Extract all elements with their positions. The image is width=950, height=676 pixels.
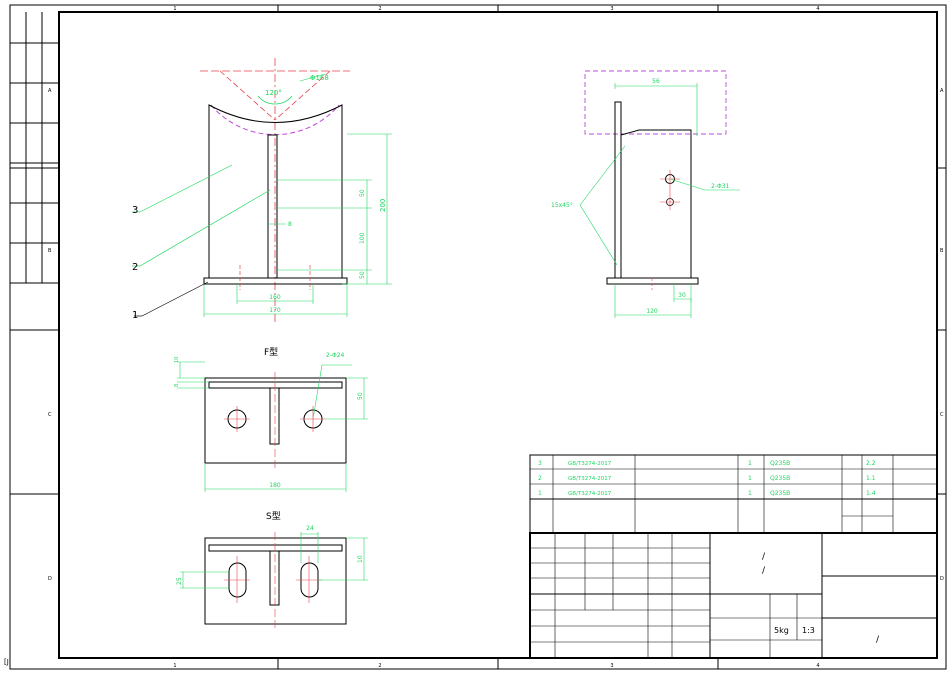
- side-rib: [614, 101, 692, 279]
- f-web: [269, 387, 280, 445]
- bom-r3-mat: Q235B: [770, 490, 790, 497]
- f-dim-bottom: 180: [269, 482, 281, 489]
- web-plate: [267, 134, 278, 279]
- s-dim-right: 10: [357, 555, 364, 563]
- zone-bottom-3: 3: [610, 663, 613, 669]
- zone-left-a: A: [48, 88, 52, 94]
- zone-top-1: 1: [173, 6, 176, 12]
- s-dim-top: 24: [306, 525, 314, 532]
- bom-r1-no: 3: [538, 460, 542, 467]
- f-dim-left-1: 10: [174, 357, 180, 363]
- zone-left-b: B: [48, 248, 52, 254]
- bom-r3-qty: 1: [748, 490, 752, 497]
- rib-plate: [208, 104, 343, 279]
- title-block: / / / 5kg 1:3: [529, 532, 938, 659]
- side-view: 56 2-Φ31 15x45° 30 120: [551, 70, 740, 318]
- tb-slash-top: /: [762, 552, 766, 562]
- view-f: F型 2-Φ24 10 8 50 180: [174, 347, 368, 492]
- zone-bottom-2: 2: [378, 663, 381, 669]
- s-dim-left: 25: [176, 577, 183, 585]
- base-plate: [203, 277, 348, 285]
- f-dim-right: 50: [357, 392, 364, 400]
- view-s: S型 24 25 10: [176, 511, 368, 630]
- bom-r2-mat: Q235B: [770, 475, 790, 482]
- f-base: [204, 377, 347, 464]
- bom-r2-weight: 1.1: [866, 475, 876, 482]
- tb-slash-bottom: /: [876, 635, 880, 645]
- dim-hole-spacing: 160: [269, 294, 281, 301]
- hole-note-1: 2-Φ31: [711, 183, 730, 190]
- leader-1: 1: [132, 310, 138, 321]
- tb-scale-value: 1:3: [802, 626, 815, 635]
- dim-total-height: 200: [379, 199, 387, 212]
- bom-r1-weight: 2.2: [866, 460, 876, 467]
- f-dim-left-2: 8: [174, 384, 180, 387]
- chamfer-note: 15x45°: [551, 202, 573, 209]
- zone-bottom-1: 1: [173, 663, 176, 669]
- bom-r2-no: 2: [538, 475, 542, 482]
- f-top-bar: [208, 381, 343, 389]
- zone-top-2: 2: [378, 6, 381, 12]
- zone-top-3: 3: [610, 6, 613, 12]
- zone-right-b: B: [940, 248, 944, 254]
- angle-label: 120°: [265, 89, 282, 97]
- bom-r3-weight: 1.4: [866, 490, 876, 497]
- dim-base-width: 170: [269, 307, 281, 314]
- dim-120: 120: [646, 308, 658, 315]
- zone-right-d: D: [940, 576, 944, 582]
- bom-r1-mat: Q235B: [770, 460, 790, 467]
- bom-r3-std: GB/T3274-2017: [568, 491, 612, 497]
- zone-bottom-4: 4: [816, 663, 819, 669]
- view-f-title: F型: [264, 347, 278, 358]
- leader-2: 2: [132, 262, 138, 273]
- pipe-diameter-label: Φ168: [310, 74, 329, 82]
- view-s-title: S型: [266, 511, 281, 522]
- sheet-frame: 1 2 3 4 1 2 3 4 A B C D A B C D [J: [4, 4, 947, 670]
- s-web: [269, 550, 280, 606]
- zone-right-a: A: [940, 88, 944, 94]
- zone-left-c: C: [48, 412, 52, 418]
- dim-lower: 50: [359, 271, 366, 279]
- front-view: Φ168 120° 200 50 100 50 8 160 170: [132, 58, 392, 325]
- dim-30: 30: [678, 292, 686, 299]
- f-hole-note-1: 2-Φ24: [326, 352, 345, 359]
- bom-r2-qty: 1: [748, 475, 752, 482]
- dim-upper: 50: [359, 189, 366, 197]
- bom-r1-qty: 1: [748, 460, 752, 467]
- bom-r3-no: 1: [538, 490, 542, 497]
- bom-table: 3 GB/T3274-2017 1 Q235B 2.2 2 GB/T3274-2…: [529, 454, 938, 534]
- zone-top-4: 4: [816, 6, 819, 12]
- tb-weight-value: 5kg: [774, 626, 789, 635]
- corner-mark: [J: [4, 658, 9, 666]
- bom-r2-std: GB/T3274-2017: [568, 476, 612, 482]
- bom-r1-std: GB/T3274-2017: [568, 461, 612, 467]
- s-top-bar: [208, 544, 343, 552]
- tb-slash-mid: /: [762, 566, 766, 576]
- leader-3: 3: [132, 205, 138, 216]
- dim-middle: 100: [359, 232, 366, 244]
- pipe-envelope: [584, 70, 727, 135]
- side-strip: [10, 12, 59, 284]
- side-base: [606, 277, 699, 285]
- zone-right-c: C: [940, 412, 944, 418]
- dim-56: 56: [652, 78, 660, 85]
- zone-left-d: D: [48, 576, 52, 582]
- dim-web-thickness: 8: [288, 221, 292, 228]
- s-base: [204, 537, 347, 625]
